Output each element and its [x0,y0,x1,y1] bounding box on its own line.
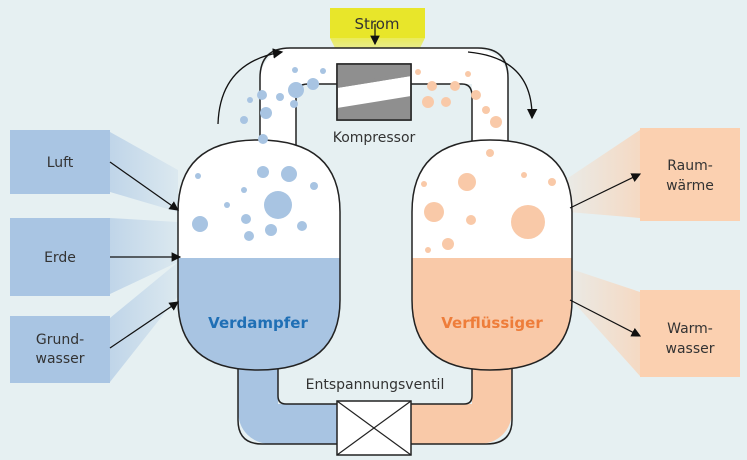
expansion-valve [336,400,412,456]
source-box-erde [10,218,110,296]
output-heat-beams [568,130,640,376]
output-box-raumwaerme [640,128,740,221]
warm-vapour-bubbles [415,69,556,253]
output-label-warmwasser-1: Warm- [667,321,713,337]
output-box-warmwasser [640,290,740,377]
power-box [330,8,425,38]
lower-pipe-cold [238,330,375,444]
output-label-raumwaerme-1: Raum- [667,158,713,174]
source-box-grundwasser [10,316,110,383]
condenser-vessel [411,139,573,371]
output-arrows [569,173,642,337]
valve-label: Entspannungsventil [306,377,445,393]
compressor [336,63,412,121]
output-label-raumwaerme-2: wärme [666,178,714,194]
source-heat-beams [110,132,178,382]
lower-pipe-warm [375,330,512,444]
source-label-grundwasser-1: Grund- [36,332,84,348]
source-box-luft [10,130,110,194]
evaporator-label: Verdampfer [208,314,308,332]
source-label-luft: Luft [47,155,74,171]
compressor-label: Kompressor [333,130,416,146]
source-label-erde: Erde [44,250,76,266]
flow-arrow-right [467,51,538,120]
source-label-grundwasser-2: wasser [36,351,85,367]
source-arrows [109,161,182,349]
condenser-label: Verflüssiger [441,314,543,332]
source-boxes [10,130,110,383]
power-label: Strom [354,15,399,33]
cold-vapour-bubbles [192,67,326,241]
output-boxes [640,128,740,377]
output-label-warmwasser-2: wasser [666,341,715,357]
flow-arrow-left [217,48,284,125]
